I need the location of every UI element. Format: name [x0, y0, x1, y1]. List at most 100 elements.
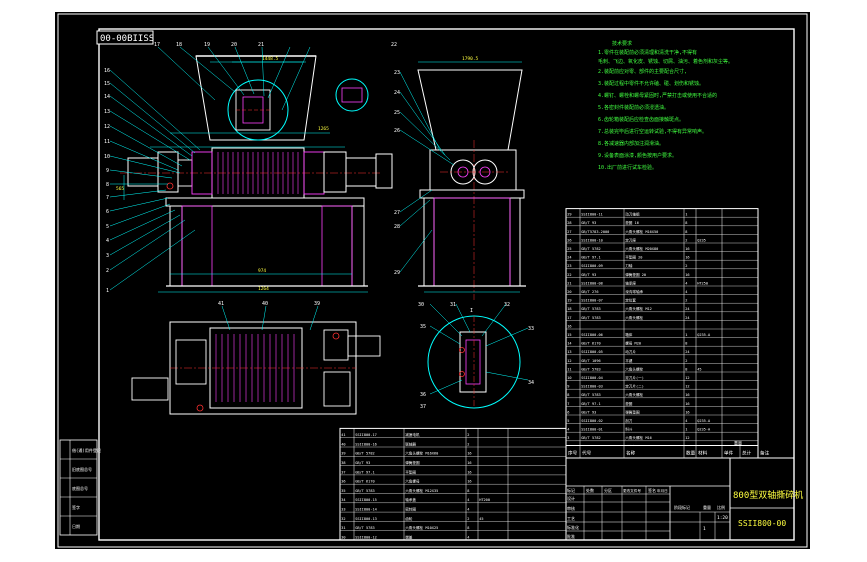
table-cell: 12 — [685, 376, 689, 380]
label-number: 7 — [106, 195, 109, 201]
label-number: 39 — [314, 301, 320, 307]
table-cell: SSII800-14 — [355, 508, 377, 512]
label-number: 20 — [231, 42, 237, 48]
table-cell: GB/T 6170 — [355, 480, 374, 484]
table-cell: SSII800-03 — [581, 385, 603, 389]
table-header: 数量 — [686, 450, 696, 457]
table-cell: 六角螺母 — [405, 479, 420, 484]
table-cell: 螺母 M20 — [625, 341, 641, 346]
table-cell: 轴承盖 — [405, 497, 416, 502]
table-cell: 39 — [341, 452, 345, 456]
tech-line: 6.齿轮箱装配后应检查齿面接触斑点。 — [598, 116, 684, 123]
table-cell: 15 — [567, 333, 571, 337]
sheet-count: 1 — [703, 526, 706, 532]
table-cell: GB/T 93 — [581, 221, 596, 225]
table-cell: 17 — [567, 316, 571, 320]
label-number: 8 — [106, 182, 109, 188]
table-header: 单件 — [724, 450, 734, 457]
table-cell: 26 — [567, 238, 571, 242]
table-cell: 12 — [685, 385, 689, 389]
table-cell: 料斗 — [625, 427, 633, 432]
table-cell: 20 — [567, 290, 571, 294]
table-cell: 16 — [685, 410, 689, 414]
table-cell: Q235-A — [697, 333, 711, 337]
table-cell: 平垫圈 — [405, 469, 416, 474]
table-cell: 14 — [567, 342, 571, 346]
label-number: 41 — [218, 301, 224, 307]
table-cell: 六角头螺栓 — [625, 315, 643, 320]
table-cell: 16 — [467, 461, 471, 465]
strip-label: 日期 — [72, 523, 80, 529]
strip-label: 签字 — [72, 504, 80, 510]
table-cell: 动刀片 — [625, 349, 636, 354]
table-cell: GB/T 6170 — [581, 342, 600, 346]
table-cell: 六角头螺栓 M10X25 — [405, 525, 438, 530]
table-cell: 6 — [567, 410, 569, 414]
table-cell: SSII800-09 — [581, 264, 603, 268]
tech-line: 4.螺钉、螺栓和螺母紧固时,严禁打击或使用不合适的 — [598, 92, 717, 99]
title-block: 标记 处数 分区 更改文件号 签名 年月日 设计 审核 工艺 标准化 批准 阶段… — [565, 457, 803, 541]
label-number: 13 — [104, 109, 110, 115]
table-cell: SSII800-02 — [581, 419, 603, 423]
label-number: 26 — [394, 128, 400, 134]
label-number: 37 — [420, 404, 426, 410]
table-cell: SSII800-08 — [581, 281, 603, 285]
table-cell: 25 — [567, 247, 571, 251]
label-number: 16 — [104, 68, 110, 74]
table-cell: 27 — [567, 230, 571, 234]
table-cell: Q235 — [697, 238, 706, 242]
label-number: 23 — [394, 70, 400, 76]
label-number: 4 — [106, 238, 109, 244]
label-number: 25 — [394, 110, 400, 116]
signoff-label: 分区 — [604, 487, 612, 493]
signoff-label: 年月日 — [657, 488, 668, 493]
table-cell: HT200 — [479, 498, 490, 502]
table-cell: 联轴器 — [405, 441, 416, 446]
tech-title: 技术要求 — [612, 40, 632, 47]
table-cell: 22 — [567, 273, 571, 277]
dim-front-bottom: 1264 — [258, 286, 269, 292]
inner-frame — [98, 28, 795, 541]
table-cell: 35 — [341, 489, 345, 493]
tech-line: 2.装配前应对零、部件的主要配合尺寸, — [598, 68, 687, 75]
label-number: 29 — [394, 270, 400, 276]
table-cell: 8 — [567, 393, 569, 397]
label-number: 34 — [528, 380, 534, 386]
table-cell: 深沟球轴承 — [625, 289, 643, 294]
table-cell: 31 — [341, 526, 345, 530]
tech-line: 1.零件在装配前必须清理和清洗干净,不得有 — [598, 49, 697, 56]
table-cell: 12 — [567, 359, 571, 363]
signoff-label: 签名 — [648, 487, 656, 493]
label-number: 27 — [394, 210, 400, 216]
table-cell: 16 — [567, 324, 571, 328]
table-cell: SSII800-11 — [581, 213, 603, 217]
table-cell: SSII800-10 — [581, 238, 603, 242]
table-cell: 24 — [685, 316, 689, 320]
table-cell: 端盖 — [405, 534, 413, 539]
table-cell: 16 — [467, 452, 471, 456]
table-cell: 45 — [479, 517, 483, 521]
table-cell: 弹簧垫圈 — [405, 460, 420, 465]
tech-line: 8.各减速器内部加注润滑油。 — [598, 140, 664, 147]
detail-view-numbers: 30 31 32 33 34 35 36 37 — [418, 302, 534, 410]
table-cell: 弹簧垫圈 — [625, 409, 640, 414]
table-cell: GB/T 5783 — [581, 316, 600, 320]
table-cell: 定刀片(二) — [625, 384, 644, 389]
label-number: 22 — [391, 42, 397, 48]
table-cell: GB/T 93 — [355, 461, 370, 465]
table-cell: GB/T5783-2000 — [581, 230, 609, 234]
strip-label: 借(通)用件登记 — [72, 447, 101, 453]
table-cell: 动刀轴组 — [625, 212, 640, 217]
table-cell: 六角头螺栓 M12X35 — [405, 488, 438, 493]
table-cell: 40 — [341, 442, 345, 446]
table-cell: 4 — [467, 535, 469, 539]
table-cell: 齿轮 — [405, 516, 413, 521]
table-cell: 7 — [567, 402, 569, 406]
signoff-label: 更改文件号 — [623, 488, 641, 493]
table-cell: GB/T 5782 — [581, 436, 600, 440]
table-cell: 2 — [685, 238, 687, 242]
table-cell: 8 — [685, 221, 687, 225]
label-number: 32 — [504, 302, 510, 308]
table-cell: 24 — [567, 256, 571, 260]
